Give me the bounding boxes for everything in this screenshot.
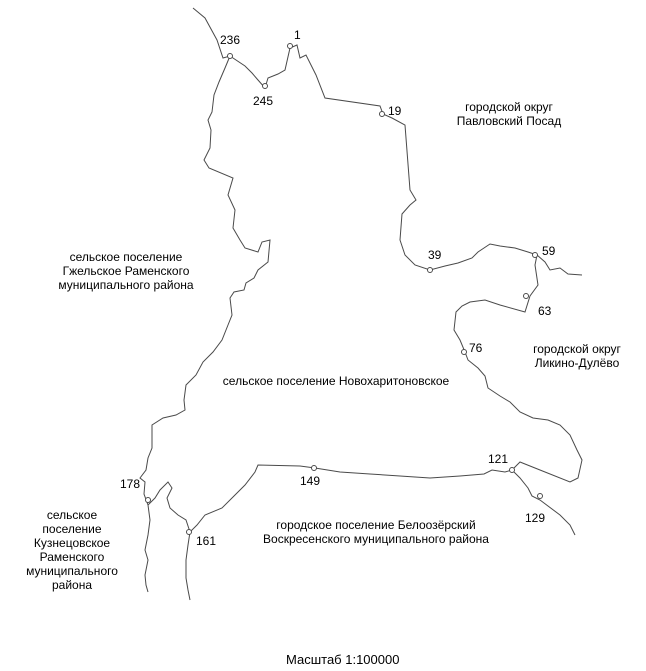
point-marker-63	[523, 293, 529, 299]
region-label-likino: городской округ Ликино-Дулёво	[533, 342, 621, 370]
point-label-39: 39	[428, 248, 442, 262]
point-label-129: 129	[525, 511, 546, 525]
region-label-novokharitonovskoe: сельское поселение Новохаритоновское	[222, 374, 450, 388]
point-label-1: 1	[294, 28, 301, 42]
boundary-line	[139, 55, 271, 506]
point-label-76: 76	[469, 341, 483, 355]
point-label-178: 178	[120, 477, 141, 491]
region-label-beloozersky: городское поселение Белоозёрский Воскрес…	[263, 518, 489, 546]
boundary-line	[147, 464, 513, 533]
point-marker-19	[379, 111, 385, 117]
point-label-59: 59	[542, 244, 556, 258]
point-marker-149	[311, 465, 317, 471]
point-label-245: 245	[253, 94, 274, 108]
point-label-121: 121	[488, 452, 509, 466]
point-label-161: 161	[196, 534, 217, 548]
boundary-line	[536, 254, 583, 276]
point-label-63: 63	[538, 304, 552, 318]
boundary-line	[185, 531, 191, 601]
point-marker-1	[287, 43, 293, 49]
point-marker-39	[427, 267, 433, 273]
boundary-line	[192, 7, 583, 536]
region-label-gzhel: сельское поселение Гжельское Раменского …	[58, 250, 194, 292]
point-marker-245	[262, 83, 268, 89]
map-scale: Масштаб 1:100000	[286, 652, 400, 667]
boundary-line	[144, 504, 151, 593]
point-label-236: 236	[220, 33, 241, 47]
point-label-149: 149	[300, 474, 321, 488]
point-marker-178	[145, 497, 151, 503]
point-marker-236	[227, 53, 233, 59]
point-marker-121	[509, 467, 515, 473]
region-label-pavlovsky: городской округ Павловский Посад	[456, 100, 562, 128]
point-marker-76	[461, 349, 467, 355]
point-label-19: 19	[388, 104, 402, 118]
point-marker-161	[186, 529, 192, 535]
point-marker-129	[537, 493, 543, 499]
region-label-kuznetsovskoe: сельское поселение Кузнецовское Раменско…	[26, 508, 118, 592]
point-marker-59	[532, 252, 538, 258]
